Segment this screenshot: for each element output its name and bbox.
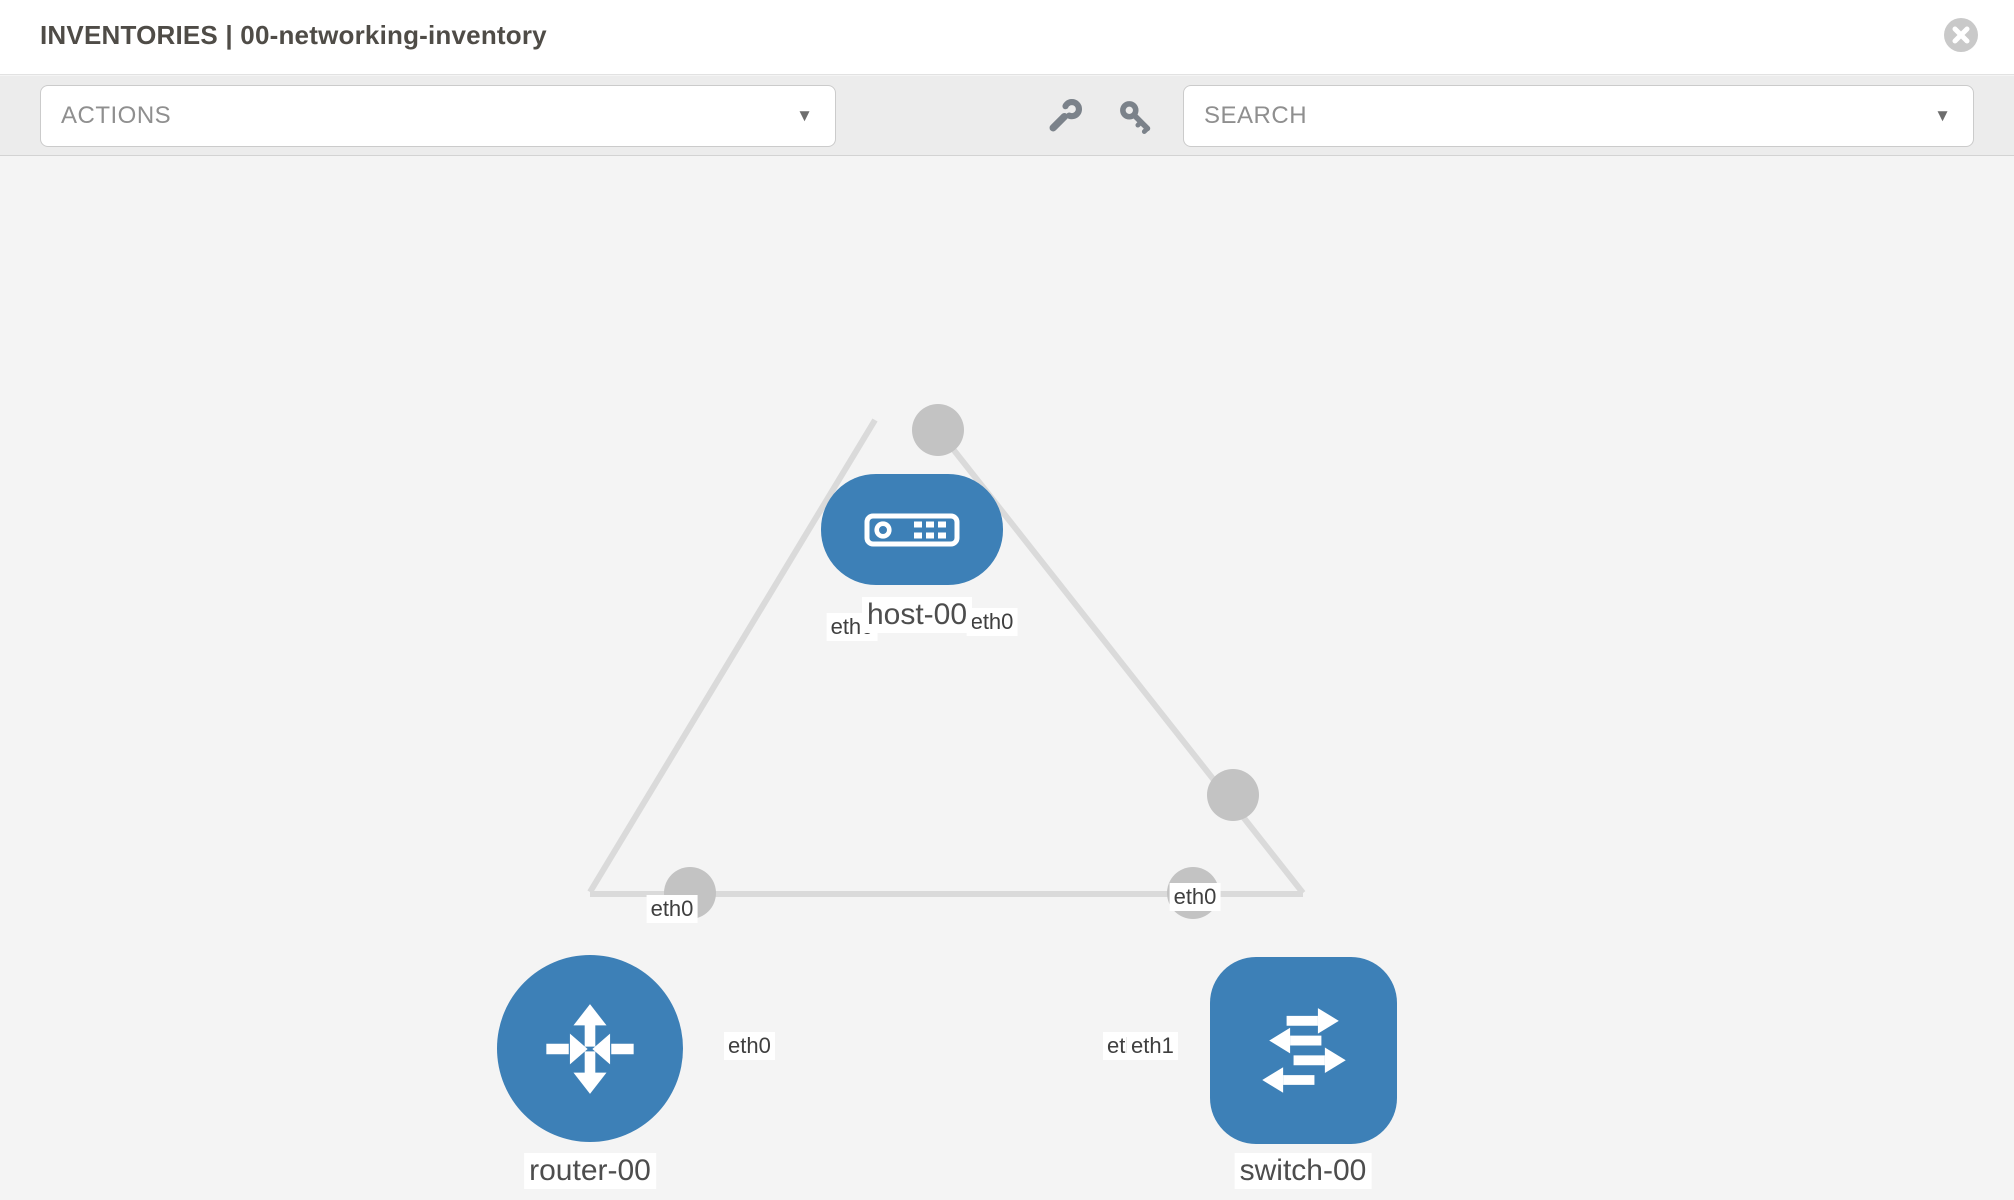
- wrench-icon: [1049, 98, 1083, 132]
- interface-dot-host: [912, 404, 964, 456]
- node-switch-00[interactable]: [1210, 957, 1397, 1144]
- switch-icon: [1261, 1007, 1346, 1093]
- actions-dropdown-label: ACTIONS: [61, 102, 172, 129]
- host-icon: [864, 513, 960, 546]
- chevron-down-icon: ▼: [1934, 106, 1951, 125]
- page-title: INVENTORIES | 00-networking-inventory: [40, 20, 547, 50]
- topology-canvas[interactable]: host-00 router-00 switch-00 eth0 eth0 et…: [0, 157, 2014, 1200]
- interface-label: eth0: [724, 1032, 775, 1060]
- link-router-host: [587, 418, 878, 894]
- node-label-host: host-00: [861, 597, 973, 633]
- node-label-switch: switch-00: [1234, 1153, 1372, 1189]
- node-label-router: router-00: [524, 1153, 656, 1189]
- interface-dot-switch-top: [1207, 769, 1259, 821]
- actions-dropdown[interactable]: ACTIONS ▼: [40, 85, 836, 147]
- node-router-00[interactable]: [497, 955, 683, 1142]
- interface-label: eth0: [966, 608, 1018, 636]
- search-dropdown-label: SEARCH: [1204, 102, 1308, 129]
- close-icon: [1952, 26, 1970, 44]
- topology-links-layer: [587, 404, 1306, 919]
- search-dropdown[interactable]: SEARCH ▼: [1183, 85, 1974, 147]
- interface-label: eth0: [646, 895, 698, 923]
- configure-button[interactable]: [1047, 98, 1083, 134]
- node-host-00[interactable]: [821, 474, 1003, 585]
- breadcrumb-header: INVENTORIES | 00-networking-inventory: [0, 0, 2014, 75]
- toolbar: ACTIONS ▼ SEARCH ▼: [0, 76, 2014, 156]
- interface-label: eth0: [1169, 883, 1221, 911]
- credentials-button[interactable]: [1117, 98, 1153, 134]
- interface-label: eth1: [1127, 1032, 1178, 1060]
- chevron-down-icon: ▼: [796, 106, 813, 125]
- close-button[interactable]: [1944, 18, 1978, 52]
- router-icon: [546, 1003, 634, 1094]
- key-icon: [1120, 101, 1151, 134]
